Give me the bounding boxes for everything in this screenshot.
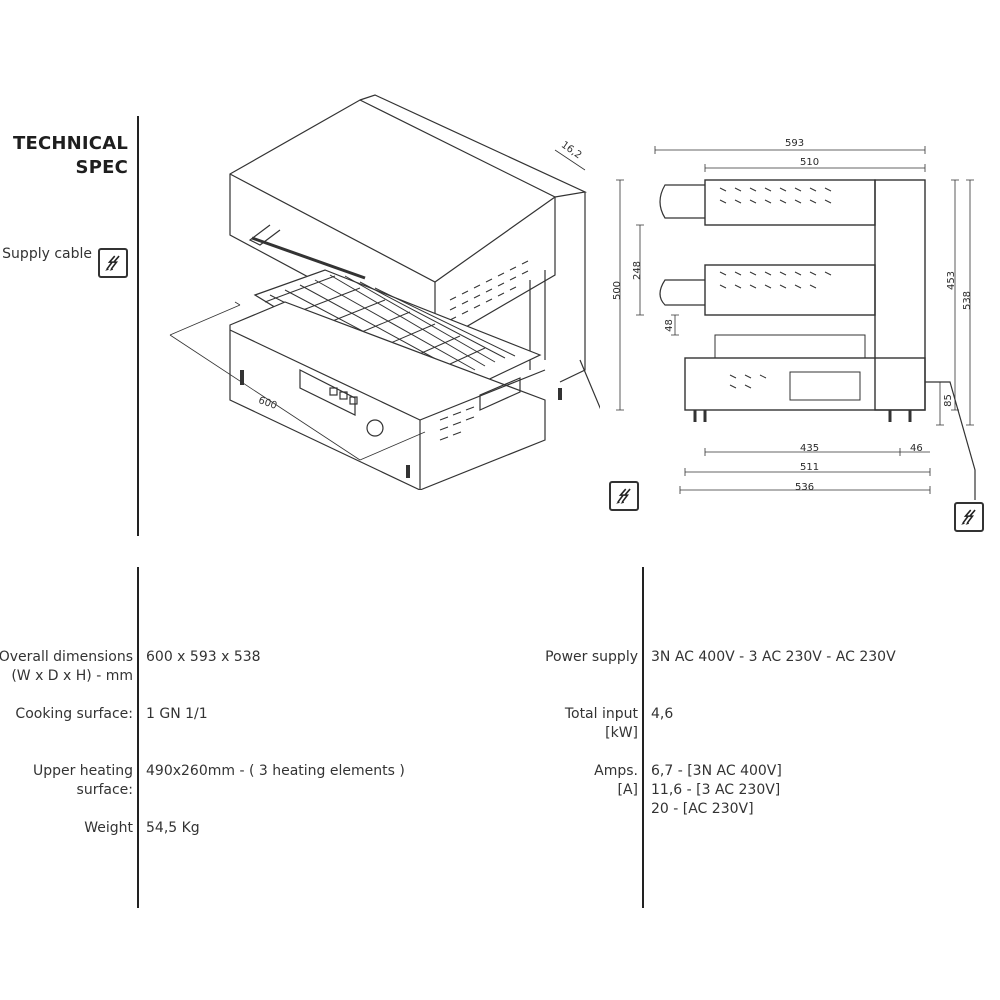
dim-538: 538 [962,290,974,311]
spec-value-dimensions: 600 x 593 x 538 [146,649,261,665]
dim-248: 248 [632,260,644,281]
dim-46: 46 [910,443,923,454]
side-view-drawing [616,146,976,500]
electric-plug-icon [98,248,128,278]
dim-500: 500 [612,280,624,301]
spec-value-upper-heating: 490x260mm - ( 3 heating elements ) [146,763,405,779]
spec-label-upper-heating: Upper heating surface: [32,763,133,798]
dim-510: 510 [800,157,820,168]
dim-85: 85 [942,394,954,407]
isometric-drawing [169,94,600,490]
electric-plug-icon-side [954,502,984,532]
divider-bottom-right [642,567,644,908]
spec-label-power-supply: Power supply [545,649,638,665]
dim-435: 435 [800,443,820,454]
spec-value-cooking-surface: 1 GN 1/1 [146,706,208,722]
spec-label-weight: Weight [84,820,133,836]
dim-453: 453 [946,270,958,291]
divider-bottom-left [137,567,139,908]
page-title: TECHNICAL SPEC [13,132,128,180]
spec-value-total-input: 4,6 [651,706,674,722]
spec-value-power-supply: 3N AC 400V - 3 AC 230V - AC 230V [651,649,896,665]
spec-label-amps: Amps. [A] [594,763,638,798]
spec-label-total-input: Total input [kW] [564,706,638,741]
spec-value-amps: 6,7 - [3N AC 400V] 11,6 - [3 AC 230V] 20… [651,763,782,817]
spec-label-cooking-surface: Cooking surface: [15,706,133,722]
page-title-line2: SPEC [75,157,128,178]
dim-511: 511 [800,462,820,473]
dim-536: 536 [795,482,815,493]
dim-593: 593 [785,138,805,149]
electric-plug-icon-front [609,481,639,511]
page-title-line1: TECHNICAL [12,133,128,154]
supply-cable-label: Supply cable [2,246,92,262]
dim-48: 48 [663,319,675,332]
spec-label-dimensions: Overall dimensions (W x D x H) - mm [0,649,133,684]
spec-value-weight: 54,5 Kg [146,820,200,836]
divider-top-left [137,116,139,536]
